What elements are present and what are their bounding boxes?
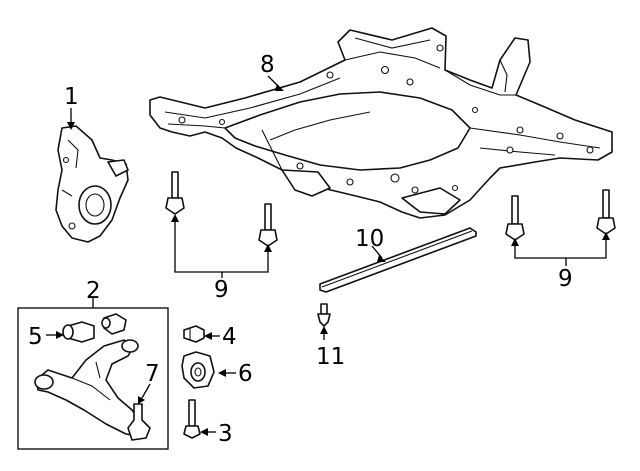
bolt-3 bbox=[183, 399, 201, 439]
frame-bolt-right-1 bbox=[505, 195, 525, 241]
callout-1: 1 bbox=[64, 84, 79, 110]
callout-11: 11 bbox=[316, 344, 345, 370]
nut bbox=[183, 325, 205, 343]
callout-4: 4 bbox=[222, 324, 237, 350]
brace-bar bbox=[319, 227, 477, 293]
callout-9-left: 9 bbox=[214, 277, 229, 303]
callout-5: 5 bbox=[28, 324, 43, 350]
frame-bolt-left-2 bbox=[258, 203, 278, 247]
callout-6: 6 bbox=[238, 361, 253, 387]
frame-bolt-right-2 bbox=[596, 189, 616, 235]
frame-bolt-left-1 bbox=[165, 171, 185, 215]
crossmember-frame bbox=[149, 27, 613, 219]
callout-2: 2 bbox=[86, 278, 101, 304]
control-arm-box bbox=[17, 298, 169, 450]
bolt-11 bbox=[317, 303, 331, 327]
callout-7: 7 bbox=[145, 361, 160, 387]
callout-3: 3 bbox=[218, 421, 233, 447]
bushing bbox=[181, 351, 215, 389]
callout-8: 8 bbox=[260, 52, 275, 78]
steering-knuckle bbox=[55, 125, 129, 243]
leader-lines bbox=[46, 75, 610, 436]
callout-10: 10 bbox=[355, 226, 384, 252]
callout-9-right: 9 bbox=[558, 266, 573, 292]
